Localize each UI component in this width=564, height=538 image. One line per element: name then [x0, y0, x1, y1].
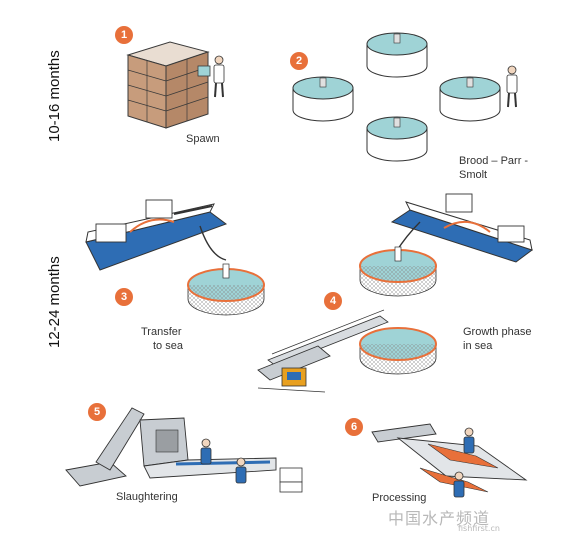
- caption-transfer-line1: Transfer: [141, 326, 182, 338]
- step-badge-1: 1: [115, 26, 133, 44]
- caption-brood-line1: Brood – Parr -: [459, 155, 529, 167]
- caption-growth-line1: Growth phase: [463, 326, 532, 338]
- slaughtering-line-illustration: [65, 407, 303, 493]
- upper-period-label: 10-16 months: [46, 50, 63, 142]
- caption-processing: Processing: [372, 492, 427, 504]
- well-boat-transfer-illustration: [85, 199, 265, 316]
- lower-period-label: 12-24 months: [46, 256, 63, 348]
- hatchery-rack-illustration: [126, 41, 225, 129]
- step-badge-2: 2: [290, 52, 308, 70]
- step-badge-5: 5: [88, 403, 106, 421]
- watermark-url: fishfirst.cn: [458, 524, 500, 533]
- caption-transfer-to-sea: Transfer to sea: [141, 325, 183, 353]
- sea-growth-illustration: [257, 193, 534, 393]
- step-badge-6: 6: [345, 418, 363, 436]
- caption-brood-line2: Smolt: [459, 169, 488, 181]
- caption-transfer-line2: to sea: [153, 340, 183, 352]
- caption-brood-parr-smolt: Brood – Parr - Smolt: [459, 154, 528, 182]
- freshwater-tanks-illustration: [292, 32, 518, 162]
- step-badge-4: 4: [324, 292, 342, 310]
- caption-spawn: Spawn: [186, 133, 220, 145]
- watermark-text: 中国水产频道: [388, 509, 491, 528]
- caption-slaughtering: Slaughtering: [116, 491, 178, 503]
- caption-growth-phase: Growth phase in sea: [463, 325, 531, 353]
- step-badge-3: 3: [115, 288, 133, 306]
- caption-growth-line2: in sea: [463, 340, 493, 352]
- processing-line-illustration: [371, 423, 528, 498]
